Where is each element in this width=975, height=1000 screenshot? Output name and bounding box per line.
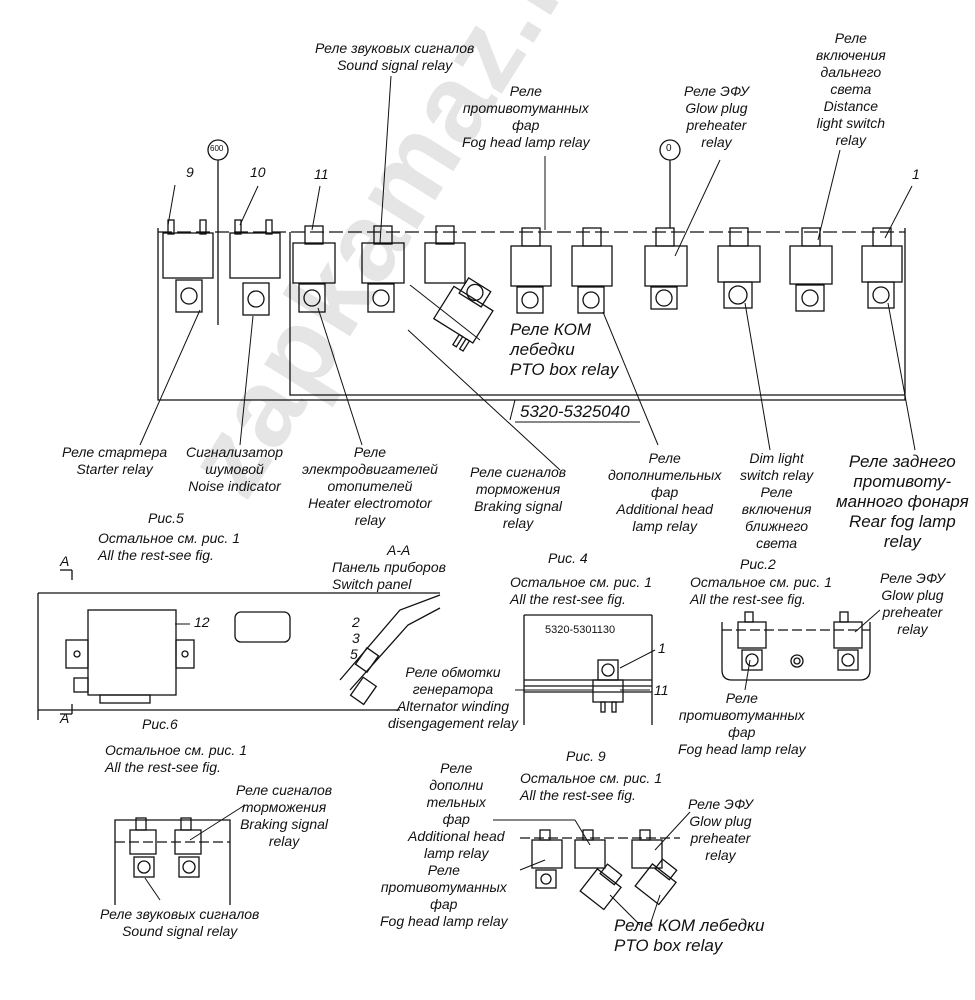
fig5-callout-12: 12 (194, 614, 210, 630)
noise-indicator-block (229, 219, 281, 316)
callout-10: 10 (250, 164, 266, 180)
starter-relay-block (162, 219, 214, 313)
fig9-title: Рис. 9 (566, 748, 606, 764)
leader-lines (139, 75, 916, 471)
fig6-rest-note: Остальное см. рис. 1 All the rest-see fi… (105, 742, 247, 775)
section-aa-title: A-A (387, 542, 411, 558)
fig6-title: Рис.6 (142, 716, 178, 732)
fig4-callout-1: 1 (658, 640, 666, 656)
aa-callout-2: 2 (352, 614, 360, 630)
fig9-detail (493, 811, 691, 926)
fig4-title: Рис. 4 (548, 550, 588, 566)
fig2-rest-note: Остальное см. рис. 1 All the rest-see fi… (690, 574, 832, 607)
fig6-detail (114, 804, 246, 905)
callout-1: 1 (912, 166, 920, 182)
circle-0-text: 0 (666, 143, 672, 154)
fig5-relay-block (87, 609, 177, 696)
fig4-callout-11: 11 (654, 682, 669, 698)
aa-callout-3: 3 (352, 630, 360, 646)
fig5-title: Рис.5 (148, 510, 184, 526)
callout-11: 11 (314, 166, 329, 182)
callout-circle-600 (207, 139, 229, 161)
fig5-rest-note: Остальное см. рис. 1 All the rest-see fi… (98, 530, 240, 563)
fig4-part-number: 5320-5301130 (545, 624, 616, 636)
fig4-detail (515, 614, 656, 725)
fig4-rest-note: Остальное см. рис. 1 All the rest-see fi… (510, 574, 652, 607)
section-mark-top: A (60, 553, 70, 569)
circle-600-text: 600 (210, 144, 224, 153)
fig2-title: Рис.2 (740, 556, 776, 572)
fig9-rest-note: Остальное см. рис. 1 All the rest-see fi… (520, 770, 662, 803)
callout-9: 9 (186, 164, 194, 180)
main-relay-panel (139, 75, 916, 471)
relay-row (292, 225, 903, 352)
fig2-detail (721, 609, 881, 691)
fig5-panel (37, 569, 441, 720)
panel-part-number: 5320-5325040 (520, 402, 630, 421)
aa-callout-5: 5 (350, 646, 358, 662)
section-mark-bottom: A (60, 710, 70, 726)
